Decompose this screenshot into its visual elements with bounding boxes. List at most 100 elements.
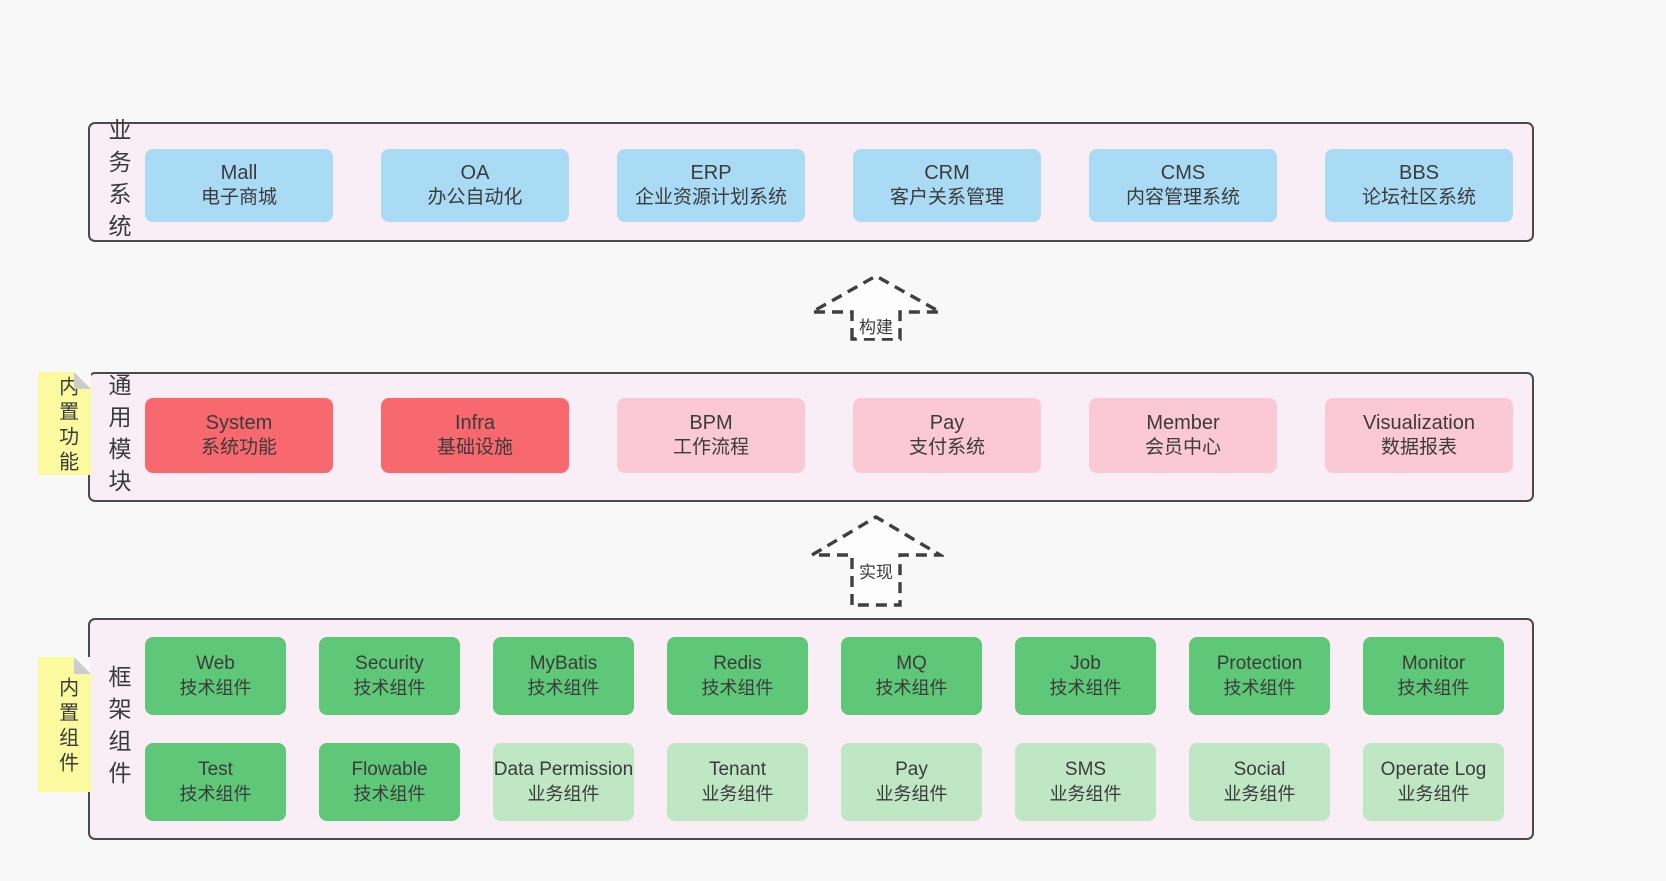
module-box: SMS 业务组件 [1015,743,1156,821]
module-box: MQ 技术组件 [841,637,982,715]
module-box-title: Member [1146,412,1220,435]
sticky-note-built-in-components: 内置组件 [38,657,91,792]
module-box-subtitle: 业务组件 [875,783,948,804]
module-box-title: OA [460,162,490,185]
sticky-note-label: 内置组件 [55,677,78,778]
build-arrow: 构建 [808,272,944,342]
module-box-title: Security [355,652,424,674]
module-box-title: MyBatis [529,652,598,674]
module-box-subtitle: 技术组件 [353,677,426,698]
module-box: Web 技术组件 [145,637,286,715]
module-box-subtitle: 基础设施 [436,437,513,459]
module-box: Redis 技术组件 [667,637,808,715]
module-box-title: Pay [929,412,965,435]
module-box: Protection 技术组件 [1189,637,1330,715]
module-box-title: Visualization [1363,412,1475,435]
module-box-subtitle: 业务组件 [701,783,774,804]
module-box: Job 技术组件 [1015,637,1156,715]
module-box-subtitle: 技术组件 [527,677,600,698]
module-box-subtitle: 内容管理系统 [1125,187,1240,209]
module-box-title: ERP [690,162,732,185]
module-box-subtitle: 技术组件 [875,677,948,698]
module-box: Tenant 业务组件 [667,743,808,821]
module-box-subtitle: 会员中心 [1144,437,1221,459]
module-box-title: Job [1070,652,1101,674]
module-box: Security 技术组件 [319,637,460,715]
module-box: Operate Log 业务组件 [1363,743,1504,821]
module-box-title: Pay [895,758,928,780]
module-box-subtitle: 支付系统 [908,437,985,459]
sticky-note-built-in-features: 内置功能 [38,372,91,476]
module-box-subtitle: 电子商城 [200,187,277,209]
module-box-title: MQ [896,652,927,674]
module-box-title: CRM [924,162,970,185]
module-box-subtitle: 工作流程 [672,437,749,459]
module-box-subtitle: 技术组件 [701,677,774,698]
module-box-subtitle: 系统功能 [200,437,277,459]
module-box-subtitle: 技术组件 [1397,677,1470,698]
implement-arrow: 实现 [808,512,944,608]
module-box: MyBatis 技术组件 [493,637,634,715]
module-box-title: SMS [1064,758,1107,780]
module-box-subtitle: 技术组件 [179,677,252,698]
module-box: Social 业务组件 [1189,743,1330,821]
module-box-subtitle: 业务组件 [1049,783,1122,804]
module-box-subtitle: 业务组件 [527,783,600,804]
module-box-title: Mall [220,162,258,185]
module-box-title: Tenant [708,758,767,780]
module-box-subtitle: 数据报表 [1380,437,1457,459]
dashed-up-arrow-icon [808,274,944,341]
module-box-subtitle: 业务组件 [1397,783,1470,804]
module-box-title: Test [198,758,233,780]
module-box: Pay 业务组件 [841,743,982,821]
module-box-title: Protection [1216,652,1303,674]
module-box-subtitle: 办公自动化 [427,187,523,209]
module-box-title: CMS [1160,162,1206,185]
sticky-note-label: 内置功能 [55,375,78,476]
implement-arrow-label: 实现 [856,558,896,583]
module-box-title: System [205,412,273,435]
panel-label-business-systems: 业务系统 [105,118,131,246]
module-box-subtitle: 技术组件 [353,783,426,804]
module-box-title: Web [196,652,235,674]
module-box-subtitle: 客户关系管理 [889,187,1004,209]
module-box-title: Redis [713,652,762,674]
module-box: Flowable 技术组件 [319,743,460,821]
module-box-title: Social [1233,758,1286,780]
module-box-title: Infra [454,412,496,435]
module-box-subtitle: 技术组件 [1049,677,1122,698]
module-box-subtitle: 技术组件 [179,783,252,804]
module-box-subtitle: 业务组件 [1223,783,1296,804]
module-box: Test 技术组件 [145,743,286,821]
module-box-title: BBS [1398,162,1440,185]
module-box-title: Flowable [351,758,428,780]
module-box-subtitle: 企业资源计划系统 [634,187,787,209]
module-box-title: BPM [689,412,733,435]
module-box-title: Operate Log [1380,758,1487,780]
module-box-subtitle: 技术组件 [1223,677,1296,698]
